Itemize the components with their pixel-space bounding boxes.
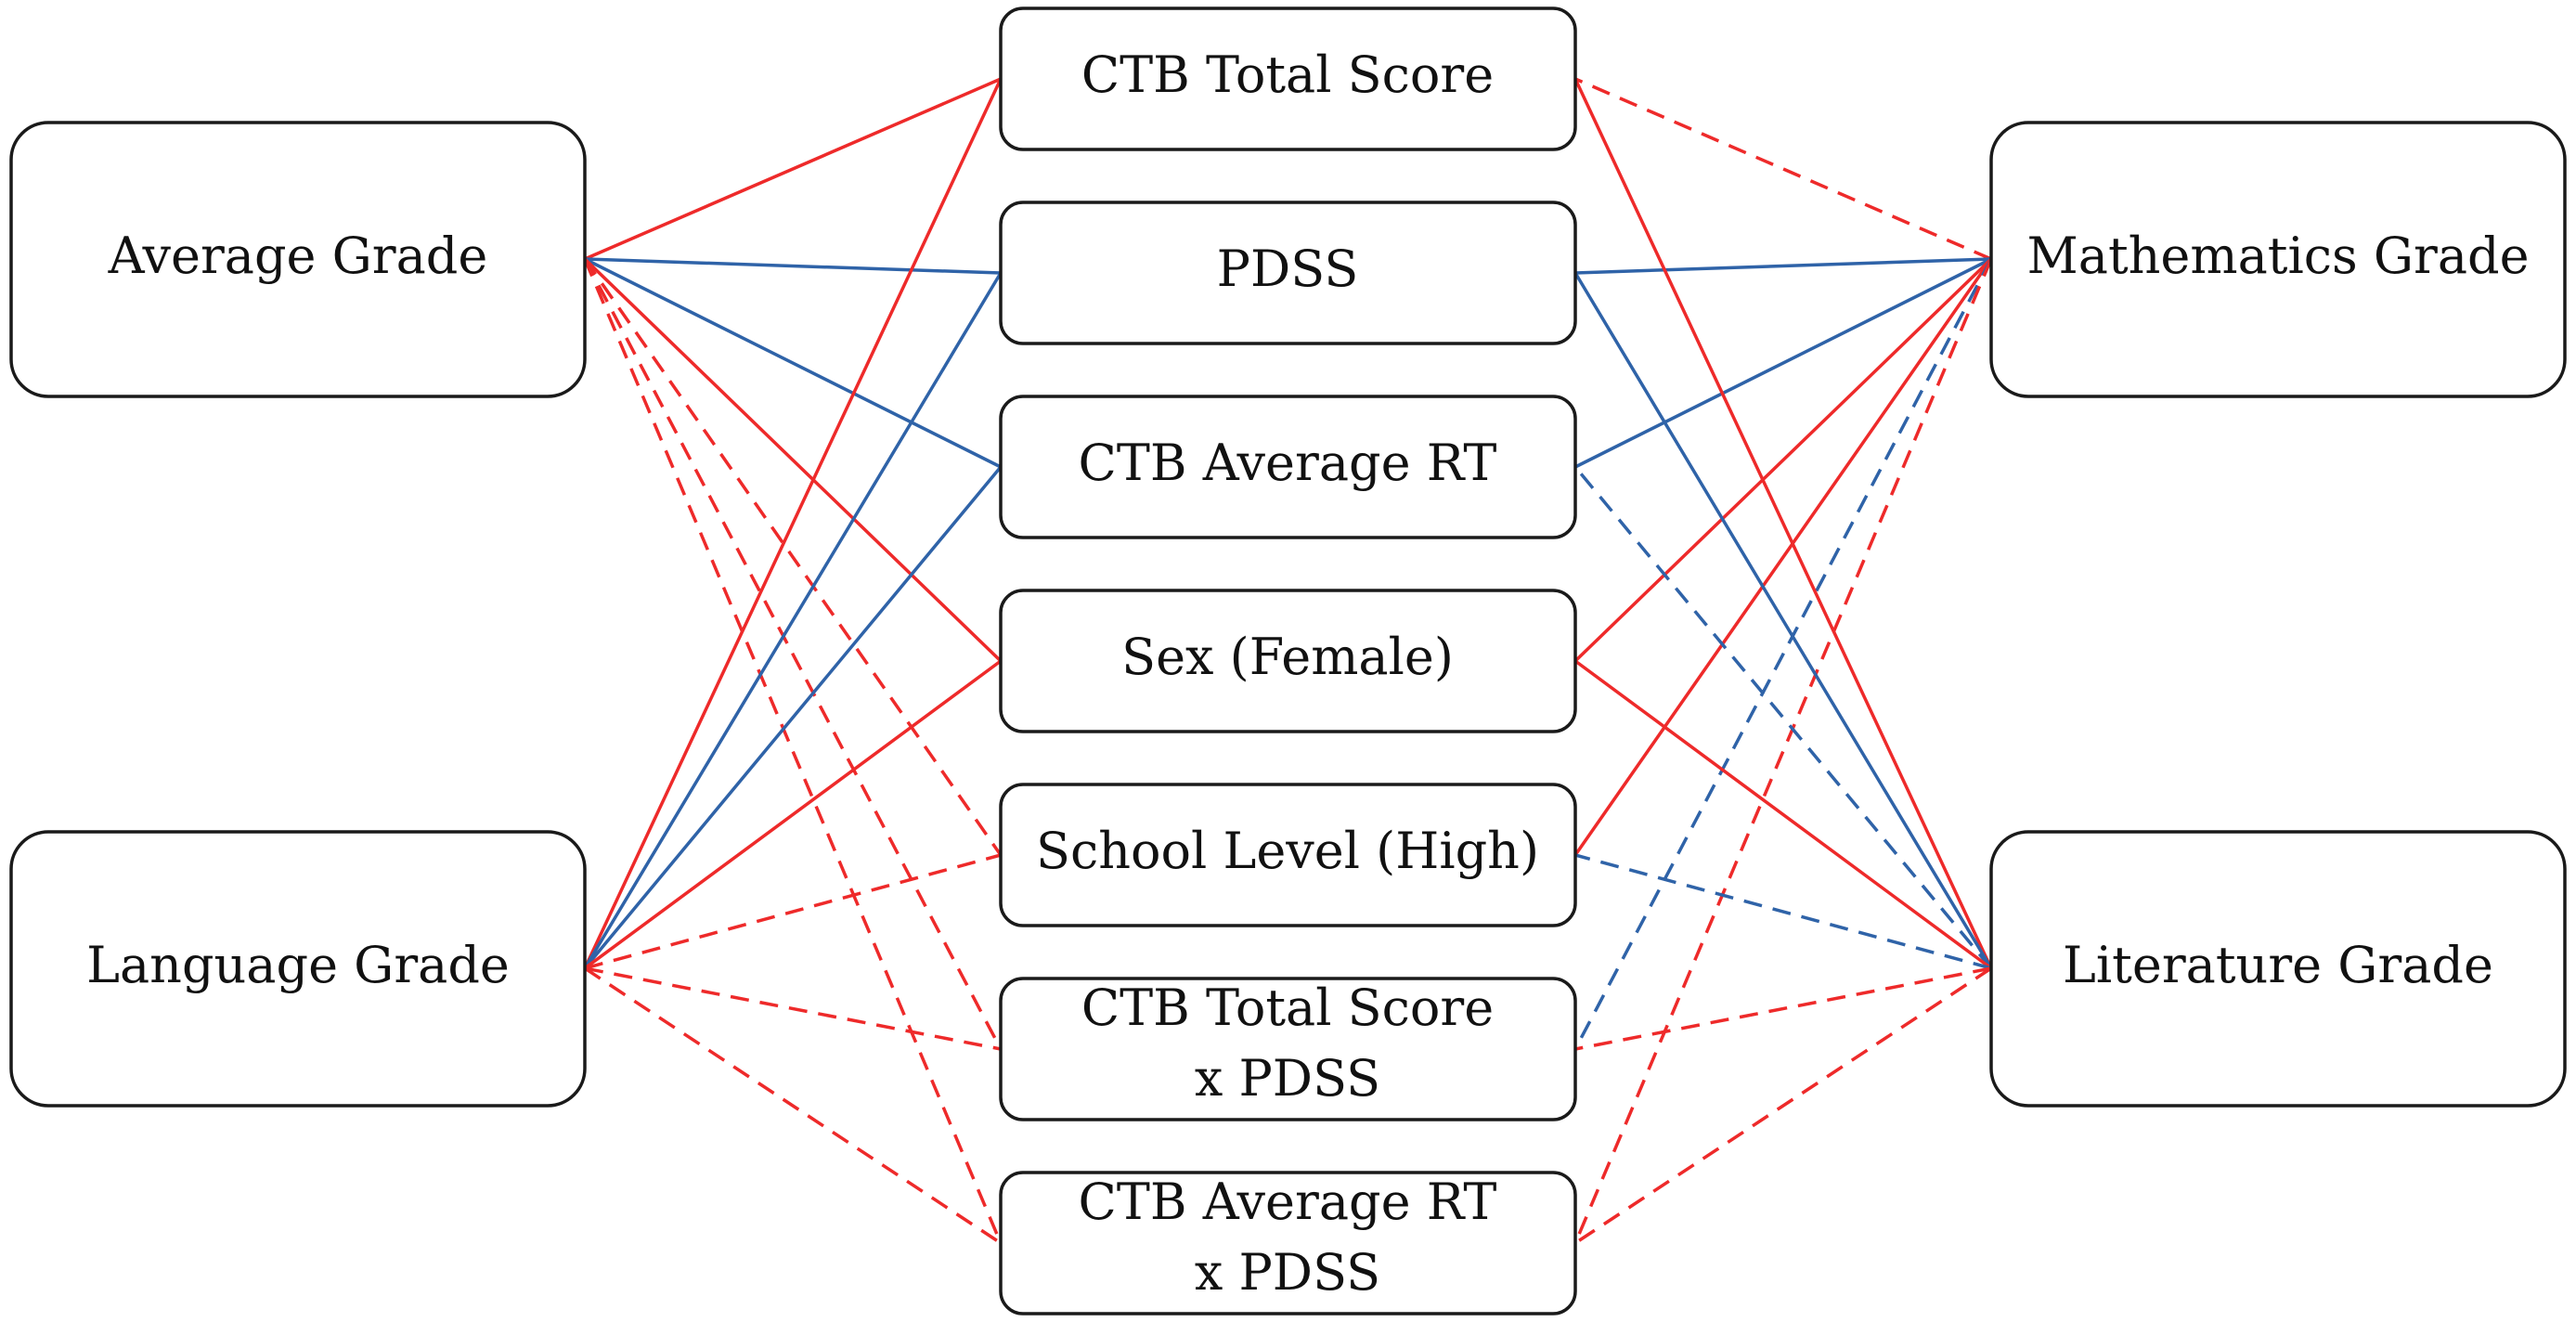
node-label-line-2: x PDSS — [1195, 1049, 1380, 1108]
node-label: Average Grade — [108, 227, 488, 285]
node-sex-female: Sex (Female) — [999, 589, 1577, 733]
edge-math-ctbRT — [1574, 257, 1992, 469]
edge-lit-school — [1574, 853, 1992, 970]
edge-avg-rtXpdss — [583, 258, 1003, 1244]
node-mathematics-grade: Mathematics Grade — [1989, 121, 2567, 398]
node-pdss: PDSS — [999, 201, 1577, 345]
node-label: Literature Grade — [2063, 936, 2493, 994]
edge-math-pdss — [1574, 257, 1992, 275]
edge-lang-school — [584, 853, 1002, 970]
edge-math-totXpdss — [1573, 258, 1993, 1050]
edge-avg-ctbTotal — [584, 77, 1002, 261]
edge-lang-ctbRT — [583, 465, 1003, 970]
edge-lit-sex — [1573, 659, 1993, 970]
edge-lit-pdss — [1573, 272, 1993, 969]
node-label: PDSS — [1217, 240, 1359, 298]
node-average-grade: Average Grade — [9, 121, 587, 398]
node-language-grade: Language Grade — [9, 830, 587, 1108]
node-ctb-total-score-x-pdss: CTB Total Score x PDSS — [999, 977, 1577, 1121]
node-label-line-1: CTB Average RT — [1079, 1173, 1497, 1231]
node-label: Sex (Female) — [1121, 628, 1454, 686]
edge-avg-sex — [583, 257, 1003, 663]
node-school-level-high: School Level (High) — [999, 783, 1577, 927]
edge-lang-totXpdss — [584, 966, 1002, 1051]
edge-math-school — [1573, 257, 1993, 857]
edge-avg-school — [583, 257, 1003, 857]
edge-math-rtXpdss — [1573, 258, 1993, 1244]
node-label: School Level (High) — [1036, 822, 1539, 880]
edge-lit-ctbTotal — [1573, 78, 1993, 969]
node-label: CTB Total Score — [1081, 45, 1494, 104]
node-literature-grade: Literature Grade — [1989, 830, 2567, 1108]
edge-lit-rtXpdss — [1574, 966, 1992, 1245]
edge-avg-pdss — [584, 257, 1002, 275]
edge-lit-totXpdss — [1574, 966, 1992, 1051]
node-ctb-average-rt: CTB Average RT — [999, 395, 1577, 539]
edge-avg-ctbRT — [584, 257, 1002, 469]
edge-math-ctbTotal — [1574, 77, 1992, 261]
edge-lang-sex — [583, 659, 1003, 970]
edge-math-sex — [1573, 257, 1993, 663]
edge-lang-pdss — [583, 272, 1003, 969]
node-ctb-average-rt-x-pdss: CTB Average RT x PDSS — [999, 1171, 1577, 1316]
node-ctb-total-score: CTB Total Score — [999, 6, 1577, 151]
edge-lang-rtXpdss — [584, 966, 1002, 1245]
edges-layer — [583, 77, 1993, 1245]
node-label-line-1: CTB Total Score — [1081, 979, 1494, 1037]
node-label: Mathematics Grade — [2026, 227, 2529, 285]
edge-lit-ctbRT — [1573, 465, 1993, 970]
node-label: CTB Average RT — [1079, 434, 1497, 492]
edge-lang-ctbTotal — [583, 78, 1003, 969]
node-label: Language Grade — [86, 936, 510, 994]
node-label-line-2: x PDSS — [1195, 1243, 1380, 1302]
edge-avg-totXpdss — [583, 258, 1003, 1050]
